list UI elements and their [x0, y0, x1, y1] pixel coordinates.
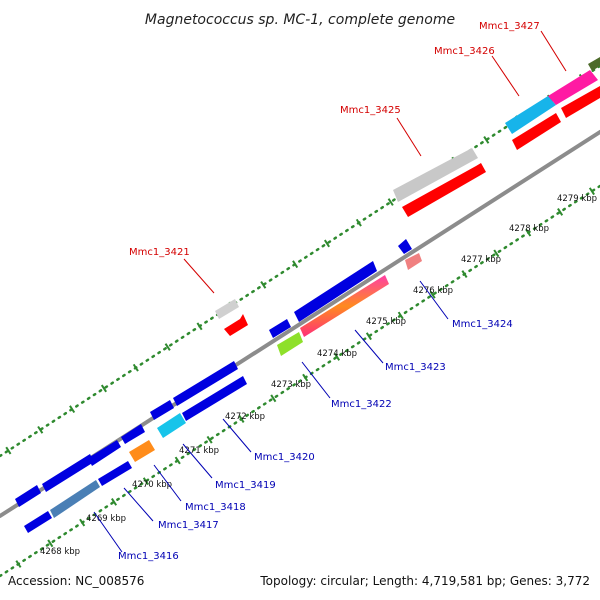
gene-block[interactable] [561, 86, 600, 118]
outer-scale-tick [5, 446, 12, 455]
tick-label: 4268 kbp [40, 547, 80, 557]
gene-block[interactable] [505, 96, 556, 134]
gene-block[interactable] [393, 148, 478, 202]
gene-label[interactable]: Mmc1_3419 [215, 480, 276, 491]
inner-scale-tick [111, 497, 118, 506]
gene-leader-line [183, 258, 215, 294]
inner-scale-tick [493, 249, 500, 258]
gene-leader-line [222, 418, 252, 453]
outer-scale-tick [164, 343, 171, 351]
forward-strand-features [215, 57, 600, 336]
gene-leader-line [419, 280, 449, 320]
gene-leader-line [354, 329, 384, 364]
tick-label: 4272 kbp [225, 412, 265, 422]
gene-label[interactable]: Mmc1_3423 [385, 362, 446, 373]
map-title: Magnetococcus sp. MC-1, complete genome [145, 12, 455, 28]
gene-block[interactable] [24, 511, 52, 533]
gene-block[interactable] [512, 113, 561, 150]
gene-block[interactable] [88, 440, 121, 466]
gene-leader-line [93, 511, 123, 553]
gene-label[interactable]: Mmc1_3424 [452, 319, 513, 330]
gene-label[interactable]: Mmc1_3418 [185, 502, 246, 513]
gene-leader-line [491, 55, 520, 97]
tick-label: 4278 kbp [509, 224, 549, 234]
inner-scale-tick [334, 353, 341, 361]
gene-label[interactable]: Mmc1_3416 [118, 551, 179, 562]
tick-labels: 4268 kbp 4269 kbp 4270 kbp 4271 kbp 4272… [40, 194, 597, 557]
gene-block[interactable] [150, 400, 174, 420]
gene-leader-line [123, 487, 154, 522]
tick-label: 4269 kbp [86, 514, 126, 524]
gene-block[interactable] [224, 314, 248, 336]
gene-block[interactable] [588, 57, 600, 71]
tick-label: 4275 kbp [366, 317, 406, 327]
gene-block[interactable] [277, 332, 303, 356]
gene-leader-line [396, 117, 422, 157]
reverse-strand-features [15, 239, 422, 533]
outer-scale-line [0, 64, 600, 458]
gene-block[interactable] [269, 319, 291, 338]
gene-block[interactable] [121, 424, 145, 444]
outer-scale-tick [100, 384, 107, 393]
gene-block[interactable] [98, 461, 132, 486]
tick-label: 4279 kbp [557, 194, 597, 204]
gene-label[interactable]: Mmc1_3427 [479, 21, 540, 32]
gene-block[interactable] [294, 261, 377, 322]
forward-gene-labels: Mmc1_3421 Mmc1_3425 Mmc1_3426 Mmc1_3427 [129, 21, 567, 294]
outer-scale-tick [323, 239, 331, 248]
gene-label[interactable]: Mmc1_3421 [129, 247, 190, 258]
tick-label: 4271 kbp [179, 446, 219, 456]
gene-block[interactable] [42, 454, 94, 492]
gene-label[interactable]: Mmc1_3422 [331, 399, 392, 410]
tick-label: 4276 kbp [413, 286, 453, 296]
tick-label: 4273 kbp [271, 380, 311, 390]
reverse-gene-labels: Mmc1_3416 Mmc1_3417 Mmc1_3418 Mmc1_3419 … [93, 280, 513, 562]
tick-label: 4270 kbp [132, 480, 172, 490]
inner-scale-tick [47, 539, 54, 548]
gene-label[interactable]: Mmc1_3417 [158, 520, 219, 531]
inner-scale-tick [429, 290, 436, 299]
gene-block[interactable] [157, 413, 186, 438]
inner-scale-line [0, 184, 600, 578]
gene-block[interactable] [215, 299, 239, 319]
gene-block[interactable] [182, 376, 247, 421]
gene-block[interactable] [548, 70, 598, 105]
tick-label: 4277 kbp [461, 255, 501, 265]
gene-leader-line [540, 30, 567, 72]
gene-block[interactable] [173, 361, 238, 406]
inner-scale-tick [206, 435, 213, 444]
gene-block[interactable] [398, 239, 412, 254]
gene-block[interactable] [300, 275, 389, 337]
gene-leader-line [153, 464, 182, 502]
tick-label: 4274 kbp [317, 349, 357, 359]
inner-scale-tick [557, 208, 564, 216]
gene-label[interactable]: Mmc1_3425 [340, 105, 401, 116]
gene-leader-line [182, 443, 213, 479]
gene-leader-line [301, 361, 331, 399]
outer-scale-tick [387, 198, 394, 206]
gene-block[interactable] [129, 440, 155, 462]
gene-block[interactable] [405, 253, 422, 270]
accession-text: Accession: NC_008576 [8, 574, 144, 588]
gene-label[interactable]: Mmc1_3426 [434, 46, 495, 57]
genome-summary-text: Topology: circular; Length: 4,719,581 bp… [259, 574, 590, 588]
gene-block[interactable] [402, 163, 486, 217]
gene-block[interactable] [50, 480, 100, 518]
gene-label[interactable]: Mmc1_3420 [254, 452, 315, 463]
inner-scale-tick [270, 394, 277, 403]
gene-block[interactable] [15, 485, 41, 507]
